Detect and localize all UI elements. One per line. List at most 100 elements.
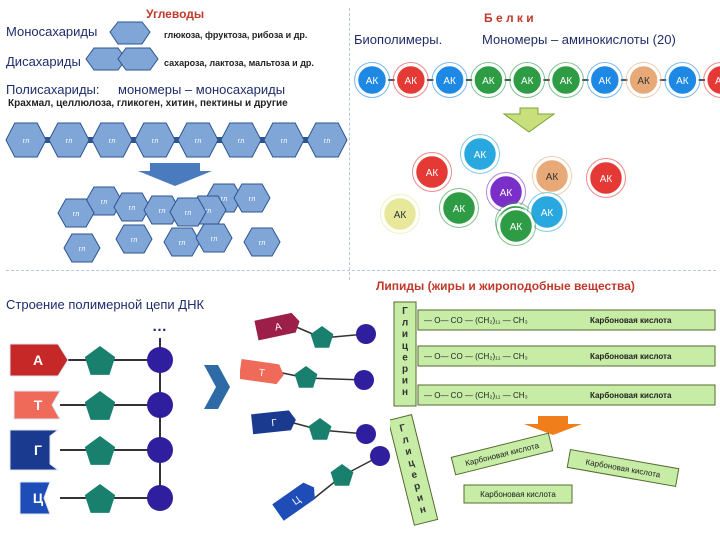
fatty-acid-detached (566, 449, 680, 487)
proteins-figure: АКАКАКАКАКАКАКАКАКАК АКАКАКАКАКАКАКАКАКА… (354, 62, 720, 246)
chain-amino-acid (433, 63, 466, 97)
glycerol-block (393, 301, 417, 407)
cluster-amino-acid (587, 159, 625, 197)
chain-hexagon (177, 122, 219, 158)
chain-amino-acid (627, 63, 660, 97)
disaccharides-label: Дисахариды (6, 54, 81, 69)
glycerol-letter-detached: и (416, 492, 425, 504)
chain-amino-acid (588, 63, 622, 97)
fatty-acid-bar (417, 309, 716, 331)
cluster-hexagon (243, 227, 281, 257)
cluster-amino-acid-label: АК (453, 204, 466, 215)
fatty-acid-bar (417, 384, 716, 406)
monosaccharide-hexagon (109, 21, 151, 45)
dna-sugar (84, 346, 116, 375)
glycerol-letter: е (402, 352, 408, 363)
fatty-acid-detached-label: Карбоновая кислота (480, 490, 556, 499)
scattered-base-label: Г (271, 418, 278, 430)
polysaccharides-label: Полисахариды: (6, 82, 100, 97)
scattered-phosphate (354, 370, 374, 390)
fatty-acid-detached (450, 432, 554, 476)
proteins-title: Б е л к и (484, 11, 534, 25)
scattered-phosphate (356, 424, 376, 444)
cluster-amino-acid (440, 189, 478, 227)
horizontal-divider (6, 270, 716, 271)
chain-amino-acid (510, 63, 544, 97)
chain-amino-acid (704, 63, 720, 97)
chain-hexagon (5, 122, 47, 158)
scattered-sugar (294, 366, 318, 388)
scattered-base-label: Т (258, 368, 266, 380)
scattered-base (254, 312, 300, 341)
glycerol-letter-detached: н (419, 504, 428, 516)
cluster-hexagon-label: гл (259, 240, 265, 247)
dna-base (9, 343, 69, 377)
amino-monomers-label: Мономеры – аминокислоты (20) (482, 32, 676, 47)
chain-hexagon (134, 122, 176, 158)
glycerol-letter-detached: р (413, 481, 422, 493)
glycerol-letter: ц (402, 341, 409, 352)
chain-amino-acid-label: АК (715, 76, 720, 87)
chain-hexagon (220, 122, 262, 158)
chain-amino-acid-label: АК (521, 76, 534, 87)
glycerol-letter: р (402, 364, 408, 375)
cluster-amino-acid-label: АК (541, 208, 554, 219)
scattered-sugar (310, 326, 334, 348)
fatty-acid-formula: — O— CO — (CH₂)₁₁ — CH₃ (424, 316, 528, 325)
amino-acid-cluster: АКАКАКАКАКАКАКАКАКАК (380, 134, 626, 246)
chain-amino-acid-label: АК (637, 76, 650, 87)
dna-base-label: Г (34, 442, 42, 458)
cluster-hexagon (143, 195, 181, 225)
dna-base-label: А (33, 352, 43, 368)
cluster-amino-acid (461, 135, 499, 173)
glycerol-letter-detached: е (410, 469, 418, 481)
cluster-hexagon (57, 198, 95, 228)
glycerol-letter: л (402, 318, 408, 329)
fatty-acid-detached (463, 484, 573, 504)
proteins-down-arrow (502, 107, 556, 133)
chain-hexagon (91, 122, 133, 158)
chain-amino-acid (666, 63, 699, 97)
glycerol-letter-detached: Г (399, 423, 407, 435)
dna-title: Строение полимерной цепи ДНК (6, 297, 205, 312)
cluster-amino-acid-label: АК (600, 174, 613, 185)
cluster-amino-acid (497, 207, 535, 245)
polysaccharides-examples: Крахмал, целлюлоза, гликоген, хитин, пек… (8, 98, 288, 109)
cluster-hexagon (195, 223, 233, 253)
cluster-hexagon-label: гл (249, 196, 255, 203)
carbs-title: Углеводы (146, 7, 205, 21)
cluster-hexagon-label: гл (185, 210, 191, 217)
dna-sugar (84, 484, 116, 513)
scattered-phosphate (356, 324, 376, 344)
scattered-base (272, 482, 315, 521)
chain-hexagon (263, 122, 305, 158)
glycerol-letter: н (402, 387, 408, 398)
glycerol-letter: и (402, 329, 408, 340)
chain-amino-acid (355, 63, 389, 97)
chain-hexagon (306, 122, 348, 158)
scattered-sugar (308, 418, 332, 440)
cluster-hexagon (63, 233, 101, 263)
monosaccharides-label: Моносахариды (6, 24, 98, 39)
dna-base (9, 429, 60, 471)
chain-amino-acid-label: АК (560, 76, 573, 87)
dna-ellipsis: … (152, 318, 167, 335)
chain-hexagon-label: гл (238, 138, 244, 145)
dna-sugar (84, 391, 116, 420)
monosaccharides-examples: глюкоза, фруктоза, рибоза и др. (164, 30, 308, 40)
disaccharide-hexagon-2 (117, 47, 159, 71)
glycerol-letter: Г (402, 306, 408, 317)
chain-amino-acid-label: АК (676, 76, 689, 87)
cluster-amino-acid-label: АК (500, 188, 513, 199)
cluster-hexagon-label: гл (101, 199, 107, 206)
disaccharide-hexagon-1 (85, 47, 127, 71)
fatty-acid-label: Карбоновая кислота (590, 316, 672, 325)
chain-amino-acid (394, 63, 428, 97)
chain-hexagon-label: гл (66, 138, 72, 145)
scattered-base (240, 359, 284, 385)
chain-amino-acid (549, 63, 583, 97)
dna-base-label: Т (34, 397, 43, 413)
